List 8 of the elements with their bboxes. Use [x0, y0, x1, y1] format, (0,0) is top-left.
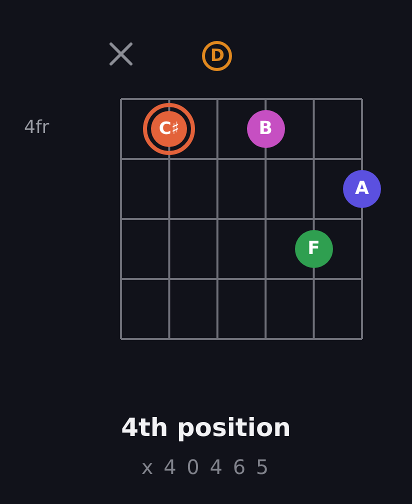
fret-sequence: x 4 0 4 6 5 — [141, 456, 271, 479]
open-string-marker: D — [202, 41, 232, 71]
finger-dot: A — [343, 170, 381, 208]
chord-title: 4th position — [121, 414, 291, 443]
finger-dot: F — [294, 230, 333, 268]
finger-dot: B — [246, 110, 285, 148]
root-note-dot: C♯ — [143, 103, 196, 155]
fret-number: 4fr — [24, 118, 50, 139]
